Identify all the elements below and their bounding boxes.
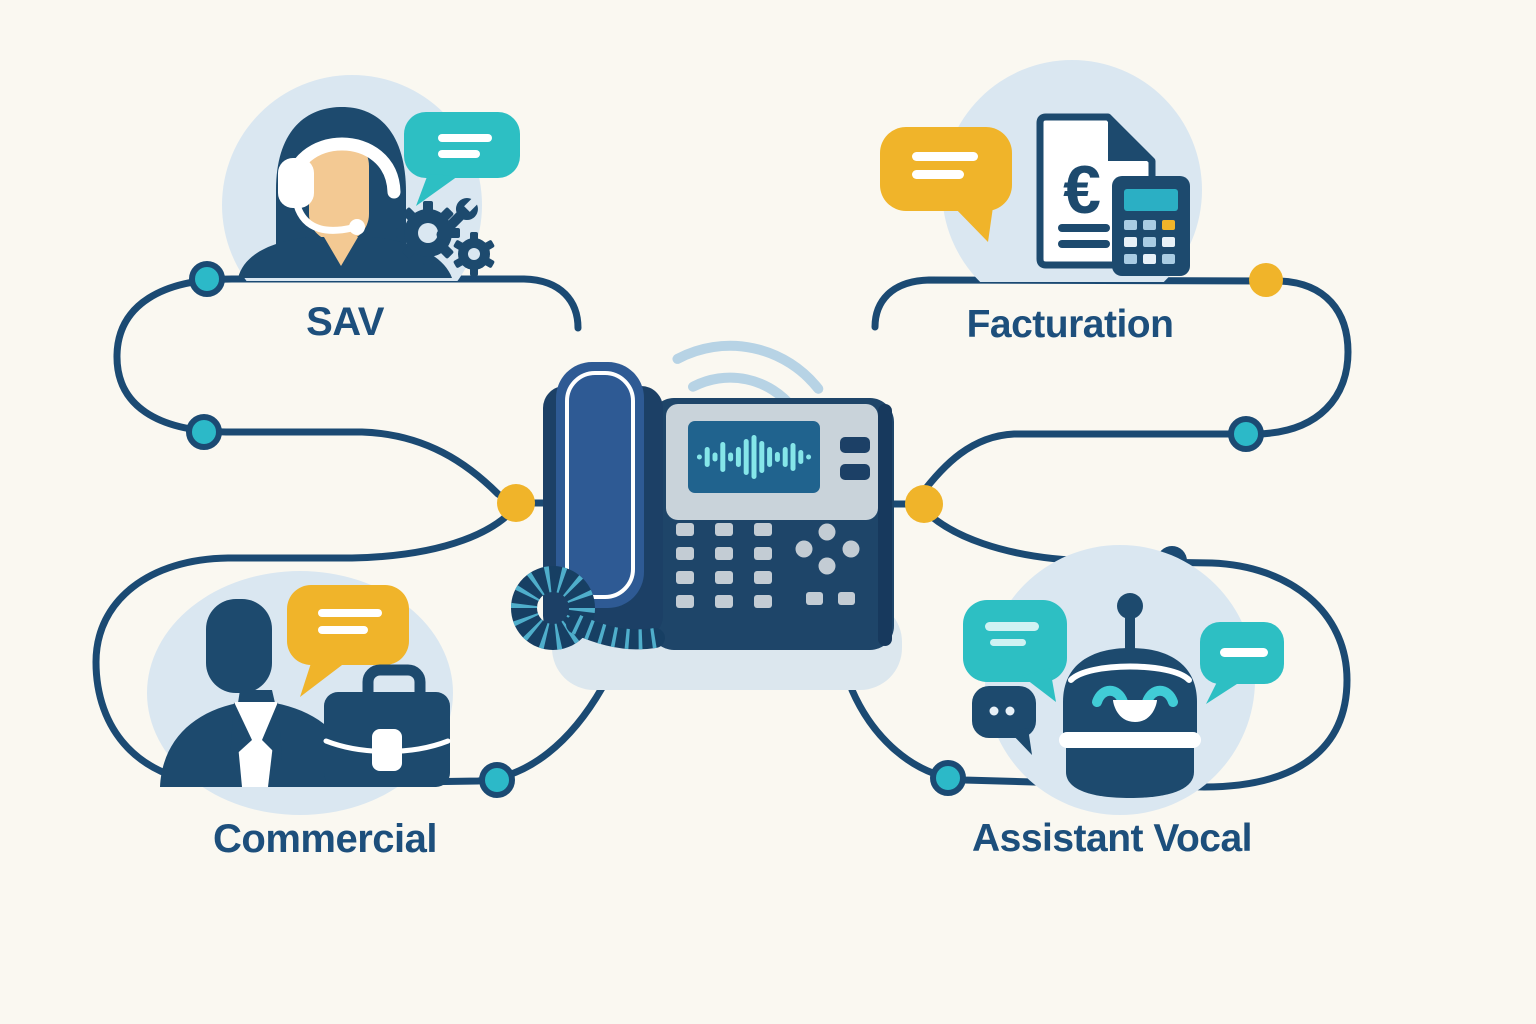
keypad-key [676,571,694,584]
teal-node-dot [186,414,222,450]
headset-earcup [278,158,314,208]
wrench [436,197,479,240]
bubble-line [438,134,492,142]
agent-face [309,138,369,242]
robot-body [1066,748,1194,798]
label-commercial: Commercial [213,817,437,861]
bubble-body [880,127,1012,211]
yellow-hub-dot-right [905,485,943,523]
keypad-key [715,571,733,584]
headset-mic-boom [293,201,356,234]
sav-illustration [222,75,520,281]
support-agent-icon [238,106,452,278]
bubble-line [912,152,978,161]
screen-side-button [840,464,870,480]
teal-node-dot [930,760,966,796]
bubble-tail [952,200,994,242]
robot-neck-band [1059,732,1201,748]
gears-icon [396,197,495,276]
robot-antenna-ball [1117,593,1143,619]
keypad-key [715,595,733,608]
keypad-key [715,547,733,560]
bubble-body [287,585,409,665]
keypad-key [754,571,772,584]
voip-desk-phone-icon [511,340,902,690]
bubble-line [318,626,368,634]
keypad-key [754,547,772,560]
teal-node-dot [1228,416,1264,452]
bubble-tail [1022,668,1056,702]
small-bubble-tail [1010,728,1032,755]
robot-eye [1142,685,1178,707]
keypad-key [676,547,694,560]
phone-body-edge [878,404,892,646]
briefcase-icon [323,664,451,787]
teal-node-dot [479,762,515,798]
screen-side-button [840,437,870,453]
robot-eye [1092,685,1128,707]
phone-cord [511,566,665,650]
yellow-hub-dot-left [497,484,535,522]
euro-symbol: € [1063,152,1101,228]
small-bubble-dot [1005,706,1015,716]
bubble-line [318,609,382,617]
voice-waveform-icon [696,435,812,479]
label-assistant-vocal: Assistant Vocal [971,817,1253,860]
facturation-illustration: € [880,60,1202,282]
bubble-tail [416,174,458,206]
businessman-head [206,599,272,693]
commercial-illustration [147,571,453,815]
chat-bubble-icon [880,127,1012,242]
label-facturation: Facturation [966,303,1174,346]
keypad-key [715,523,733,536]
small-bubble-dot [989,706,999,716]
assistant-vocal-illustration [963,545,1284,815]
small-bubble-body [972,686,1036,738]
keypad-key [754,523,772,536]
briefcase-latch [372,729,402,771]
calculator-keys [1124,220,1175,264]
invoice-fold-corner [1108,117,1152,161]
yellow-node-dot [1249,263,1283,297]
businessman-lapel [230,702,252,760]
robot-icon [1059,593,1201,798]
bubble-line [912,170,964,179]
teal-node-dot [189,261,225,297]
bubble-line [1220,648,1268,657]
robot-mouth [1113,700,1157,722]
handset-outline [565,371,635,599]
businessman-shirt [234,702,278,787]
invoice-line [1058,240,1110,248]
businessman-lapel [262,702,282,760]
businessman-icon [160,599,356,787]
bubble-body [404,112,520,178]
keypad-key [676,523,694,536]
phone-nav-pad [795,523,860,605]
robot-head-rim [1068,663,1192,683]
calculator-screen [1124,189,1178,211]
chat-bubble-icon [287,585,409,697]
phone-handset [556,362,644,608]
bubble-line [438,150,480,158]
headset-mic [349,219,365,235]
phone-keypad [676,523,772,608]
agent-shirt-v [324,237,358,266]
label-sav: SAV [306,300,384,344]
bubble-tail-right [1206,680,1240,704]
connector-dots [186,261,1283,798]
bubble-line [990,639,1026,646]
keypad-key [676,595,694,608]
chat-bubbles-icon [963,600,1284,755]
chat-bubble-icon [404,112,520,206]
invoice-line [1058,224,1110,232]
bubble-line [985,622,1039,631]
keypad-key [754,595,772,608]
bubble-tail [300,660,346,697]
calculator-icon [1112,176,1190,276]
